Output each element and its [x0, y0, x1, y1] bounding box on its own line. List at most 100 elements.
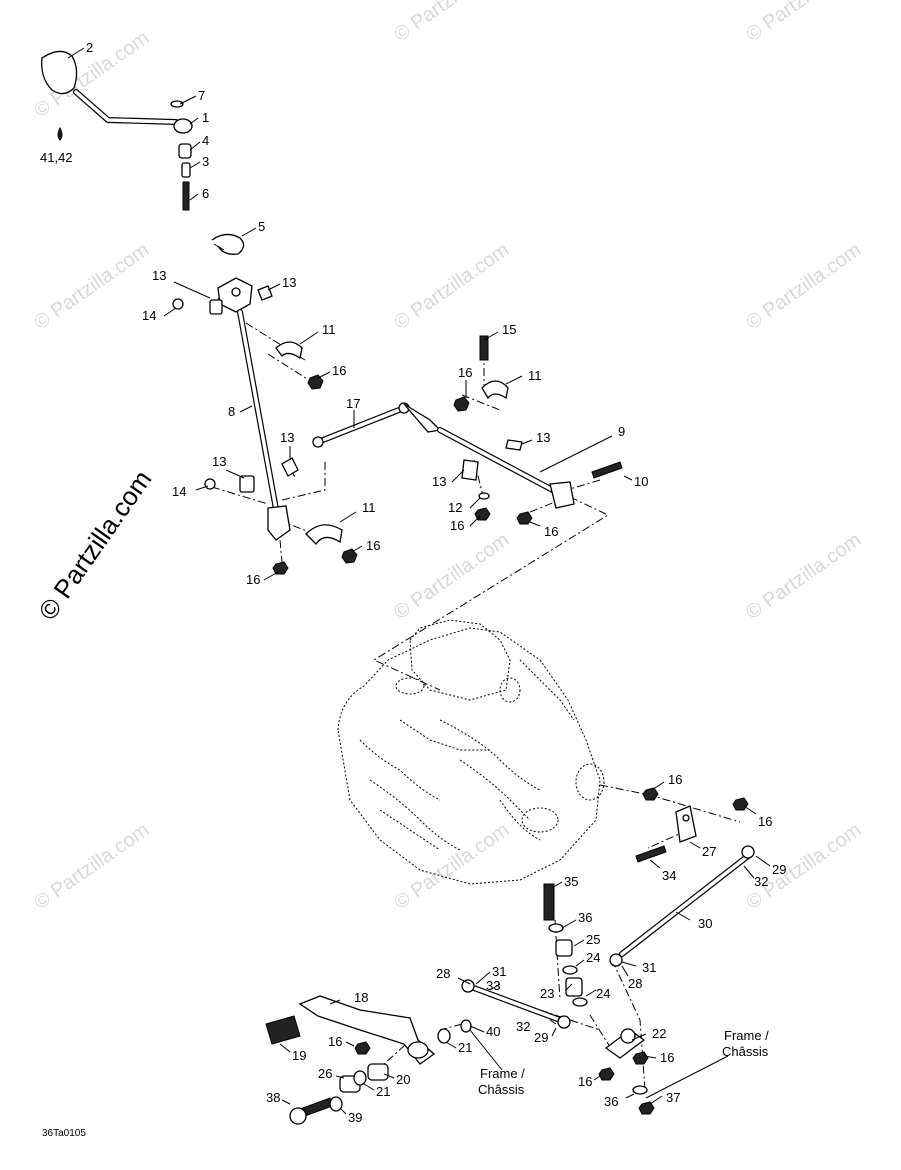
nut-16d [453, 396, 470, 412]
shift-knob [41, 50, 78, 95]
bolt-15 [479, 335, 489, 361]
clamp-11c [305, 524, 343, 546]
callout: 40 [486, 1024, 500, 1039]
callout: 16 [660, 1050, 674, 1065]
bolt-14b [204, 478, 216, 490]
callout: 13 [282, 275, 296, 290]
callout: 13 [536, 430, 550, 445]
shift-rod-assembly [172, 277, 358, 575]
callout: 16 [246, 572, 260, 587]
watermark: © Partzilla.com [742, 819, 865, 914]
nut-16i [632, 1051, 649, 1065]
callout: 26 [318, 1066, 332, 1081]
callout: 21 [376, 1084, 390, 1099]
callout: 14 [172, 484, 186, 499]
callout: 13 [432, 474, 446, 489]
callout: 16 [758, 814, 772, 829]
callout: 19 [292, 1048, 306, 1063]
ring-24a [562, 965, 578, 975]
lower-bracket [267, 505, 291, 541]
nut-16a [307, 374, 324, 390]
bushing-13f [461, 459, 479, 481]
watermark: © Partzilla.com [390, 239, 513, 334]
shift-lever-assembly [41, 50, 193, 211]
callout: 30 [698, 916, 712, 931]
callout: 16 [668, 772, 682, 787]
nut-37 [638, 1101, 655, 1115]
spacer-25 [555, 939, 573, 957]
callout: 24 [586, 950, 600, 965]
callout: 32 [516, 1019, 530, 1034]
callout: 7 [198, 88, 205, 103]
callout: 31 [642, 960, 656, 975]
washer-7 [170, 100, 184, 108]
callout: 28 [628, 976, 642, 991]
callout: 16 [332, 363, 346, 378]
watermark: © Partzilla.com [30, 239, 153, 334]
callout: 13 [152, 268, 166, 283]
callout: 24 [596, 986, 610, 1001]
washer-36a [548, 923, 564, 933]
nut-16h [732, 797, 749, 811]
callout: 11 [528, 368, 542, 383]
watermark: © Partzilla.com [390, 529, 513, 624]
watermark: © Partzilla.com [30, 819, 153, 914]
callout: 29 [772, 862, 786, 877]
clip-13e [505, 439, 523, 451]
callout: 27 [702, 844, 716, 859]
bushing-20 [367, 1063, 389, 1081]
callout: 39 [348, 1110, 362, 1125]
callout-labels: 2 7 1 4 3 41,42 6 5 13 13 14 11 16 15 16… [40, 40, 786, 1125]
callout: 29 [534, 1030, 548, 1045]
bushing-13a [209, 299, 223, 315]
washer-36b [632, 1085, 648, 1095]
callout: 22 [652, 1026, 666, 1041]
clip-13c [281, 457, 299, 477]
callout: 10 [634, 474, 648, 489]
callout: 25 [586, 932, 600, 947]
nut-16k [354, 1041, 371, 1055]
bolt-6 [182, 181, 190, 211]
bracket-27 [675, 805, 697, 843]
nut-16c [272, 561, 289, 575]
callout: 13 [212, 454, 226, 469]
callout: 16 [328, 1034, 342, 1049]
nut-16g [642, 787, 659, 801]
callout: 41,42 [40, 150, 73, 165]
clamp-11b [481, 380, 509, 400]
pedal-pivot [407, 1041, 429, 1059]
frame-label-line1: Frame / [724, 1028, 769, 1043]
callout: 16 [458, 365, 472, 380]
callout: 23 [540, 986, 554, 1001]
frame-label-line1: Frame / [480, 1066, 525, 1081]
callout: 16 [450, 518, 464, 533]
shift-pedal-assembly [265, 979, 571, 1125]
callout: 1 [202, 110, 209, 125]
clip-13b [257, 285, 273, 301]
shift-lever-rod-inner [74, 90, 178, 124]
lower-right-linkage [543, 787, 755, 1115]
callout: 36 [578, 910, 592, 925]
callout: 35 [564, 874, 578, 889]
engine-outline [337, 619, 605, 885]
callout: 8 [228, 404, 235, 419]
bushing-23 [565, 977, 583, 997]
nut-16j [598, 1067, 615, 1081]
callout: 11 [362, 500, 376, 515]
seal-40 [460, 1019, 472, 1033]
watermark-layer: © Partzilla.com © Partzilla.com © Partzi… [30, 0, 865, 914]
pedal-18 [298, 995, 436, 1065]
spring-clip-5 [211, 233, 245, 255]
callout: 14 [142, 308, 156, 323]
bolt-35 [543, 883, 555, 921]
callout: 3 [202, 154, 209, 169]
callout: 18 [354, 990, 368, 1005]
nut-16b [341, 548, 358, 564]
callout: 11 [322, 322, 336, 337]
callout: 5 [258, 219, 265, 234]
frame-labels: Frame / Châssis Frame / Châssis [478, 1028, 769, 1097]
callout: 32 [754, 874, 768, 889]
callout: 16 [366, 538, 380, 553]
callout: 17 [346, 396, 360, 411]
